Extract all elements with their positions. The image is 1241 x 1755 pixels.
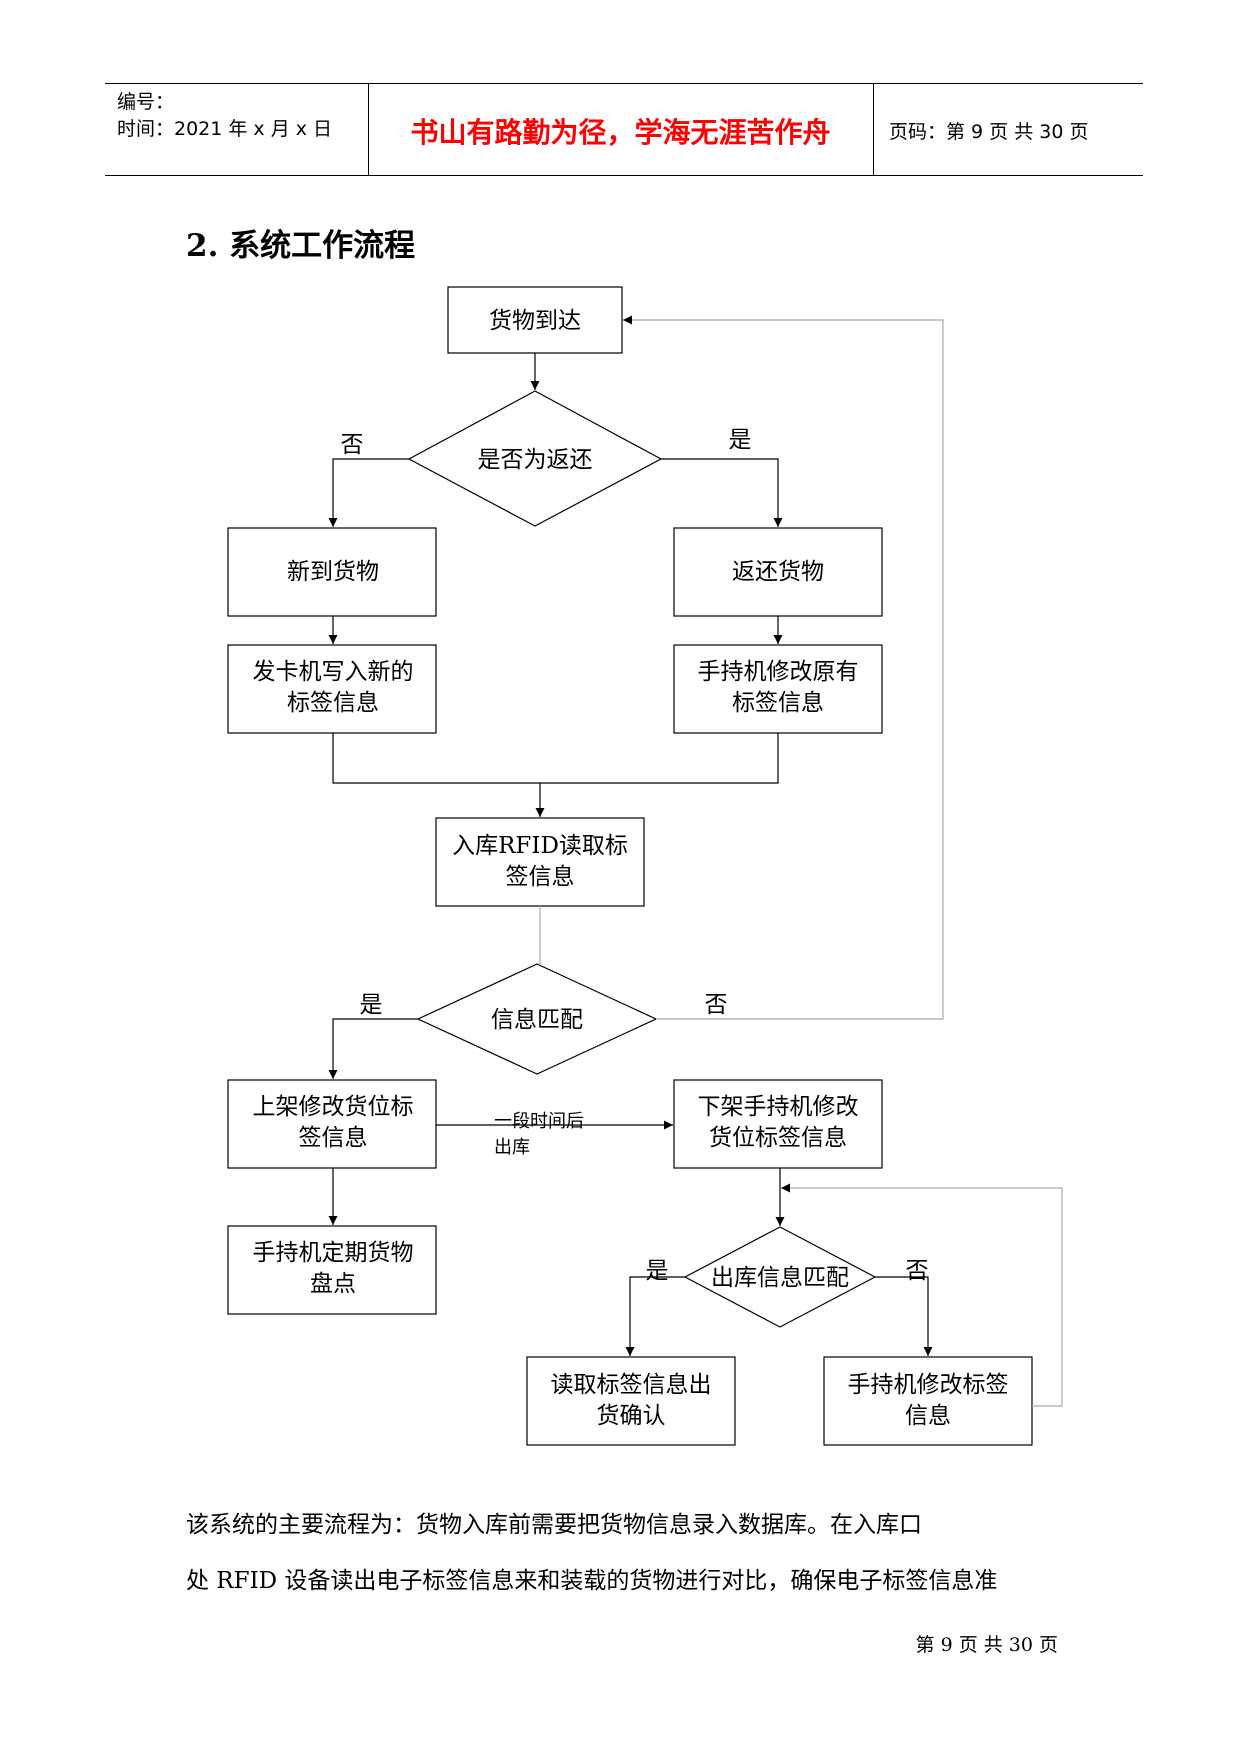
label-goods-arrive: 货物到达 [489,308,581,334]
label-modify-line2: 标签信息 [732,690,824,716]
header-divider [873,83,874,176]
page-indicator: 页码：第 9 页 共 30 页 [889,121,1089,143]
node-write-new-tag [227,644,437,734]
label-confirm-line2: 货确认 [597,1403,666,1429]
label-confirm-line1: 读取标签信息出 [551,1372,712,1398]
document-number-label: 编号： [117,91,175,113]
date-label: 时间：2021 年 x 月 x 日 [117,118,333,140]
paragraph-line: 处 RFID 设备读出电子标签信息来和装载的货物进行对比，确保电子标签信息准 [186,1568,998,1594]
decision-info-match [416,963,658,1075]
label-yes: 是 [646,1258,669,1284]
label-fix-line2: 信息 [905,1403,951,1429]
header-divider [368,83,369,176]
label-out-match: 出库信息匹配 [711,1265,849,1291]
label-write-line1: 发卡机写入新的 [253,659,414,685]
label-fix-line1: 手持机修改标签 [848,1372,1009,1398]
node-confirm-out [526,1356,736,1446]
decision-out-match [683,1226,877,1328]
label-new-goods: 新到货物 [287,559,379,585]
label-no: 否 [341,432,364,458]
label-shelve-line2: 签信息 [299,1125,368,1151]
label-check-line2: 盘点 [310,1271,356,1297]
label-unshelve-line2: 货位标签信息 [709,1125,847,1151]
label-no: 否 [906,1258,929,1284]
node-inbound-read [435,817,645,907]
node-shelve [227,1079,437,1169]
page-footer: 第 9 页 共 30 页 [915,1634,1058,1656]
node-unshelve [673,1079,883,1169]
label-modify-line1: 手持机修改原有 [698,659,859,685]
node-fix-tag [823,1356,1033,1446]
header-top-rule [105,83,1143,84]
label-info-match: 信息匹配 [491,1007,583,1033]
section-title: 2. 系统工作流程 [186,228,416,264]
header-bottom-rule [105,175,1143,176]
node-inventory-check [227,1225,437,1315]
decision-is-return [407,390,663,527]
label-inbound-line1: 入库RFID读取标 [452,833,628,859]
header-motto: 书山有路勤为径，学海无涯苦作舟 [410,116,831,149]
label-after-line1: 一段时间后 [494,1111,584,1132]
label-yes: 是 [729,427,752,453]
label-after-line2: 出库 [494,1137,530,1158]
label-inbound-line2: 签信息 [506,864,575,890]
page-header: 编号： 时间：2021 年 x 月 x 日 书山有路勤为径，学海无涯苦作舟 页码… [105,83,1143,176]
label-unshelve-line1: 下架手持机修改 [698,1094,859,1120]
paragraph-line: 该系统的主要流程为：货物入库前需要把货物信息录入数据库。在入库口 [186,1512,922,1538]
label-check-line1: 手持机定期货物 [253,1240,414,1266]
node-new-goods [227,527,437,617]
label-is-return: 是否为返还 [478,447,593,473]
label-write-line2: 标签信息 [287,690,379,716]
label-return-goods: 返还货物 [732,559,824,585]
label-yes: 是 [360,992,383,1018]
label-shelve-line1: 上架修改货位标 [253,1094,414,1120]
label-no: 否 [705,992,728,1018]
